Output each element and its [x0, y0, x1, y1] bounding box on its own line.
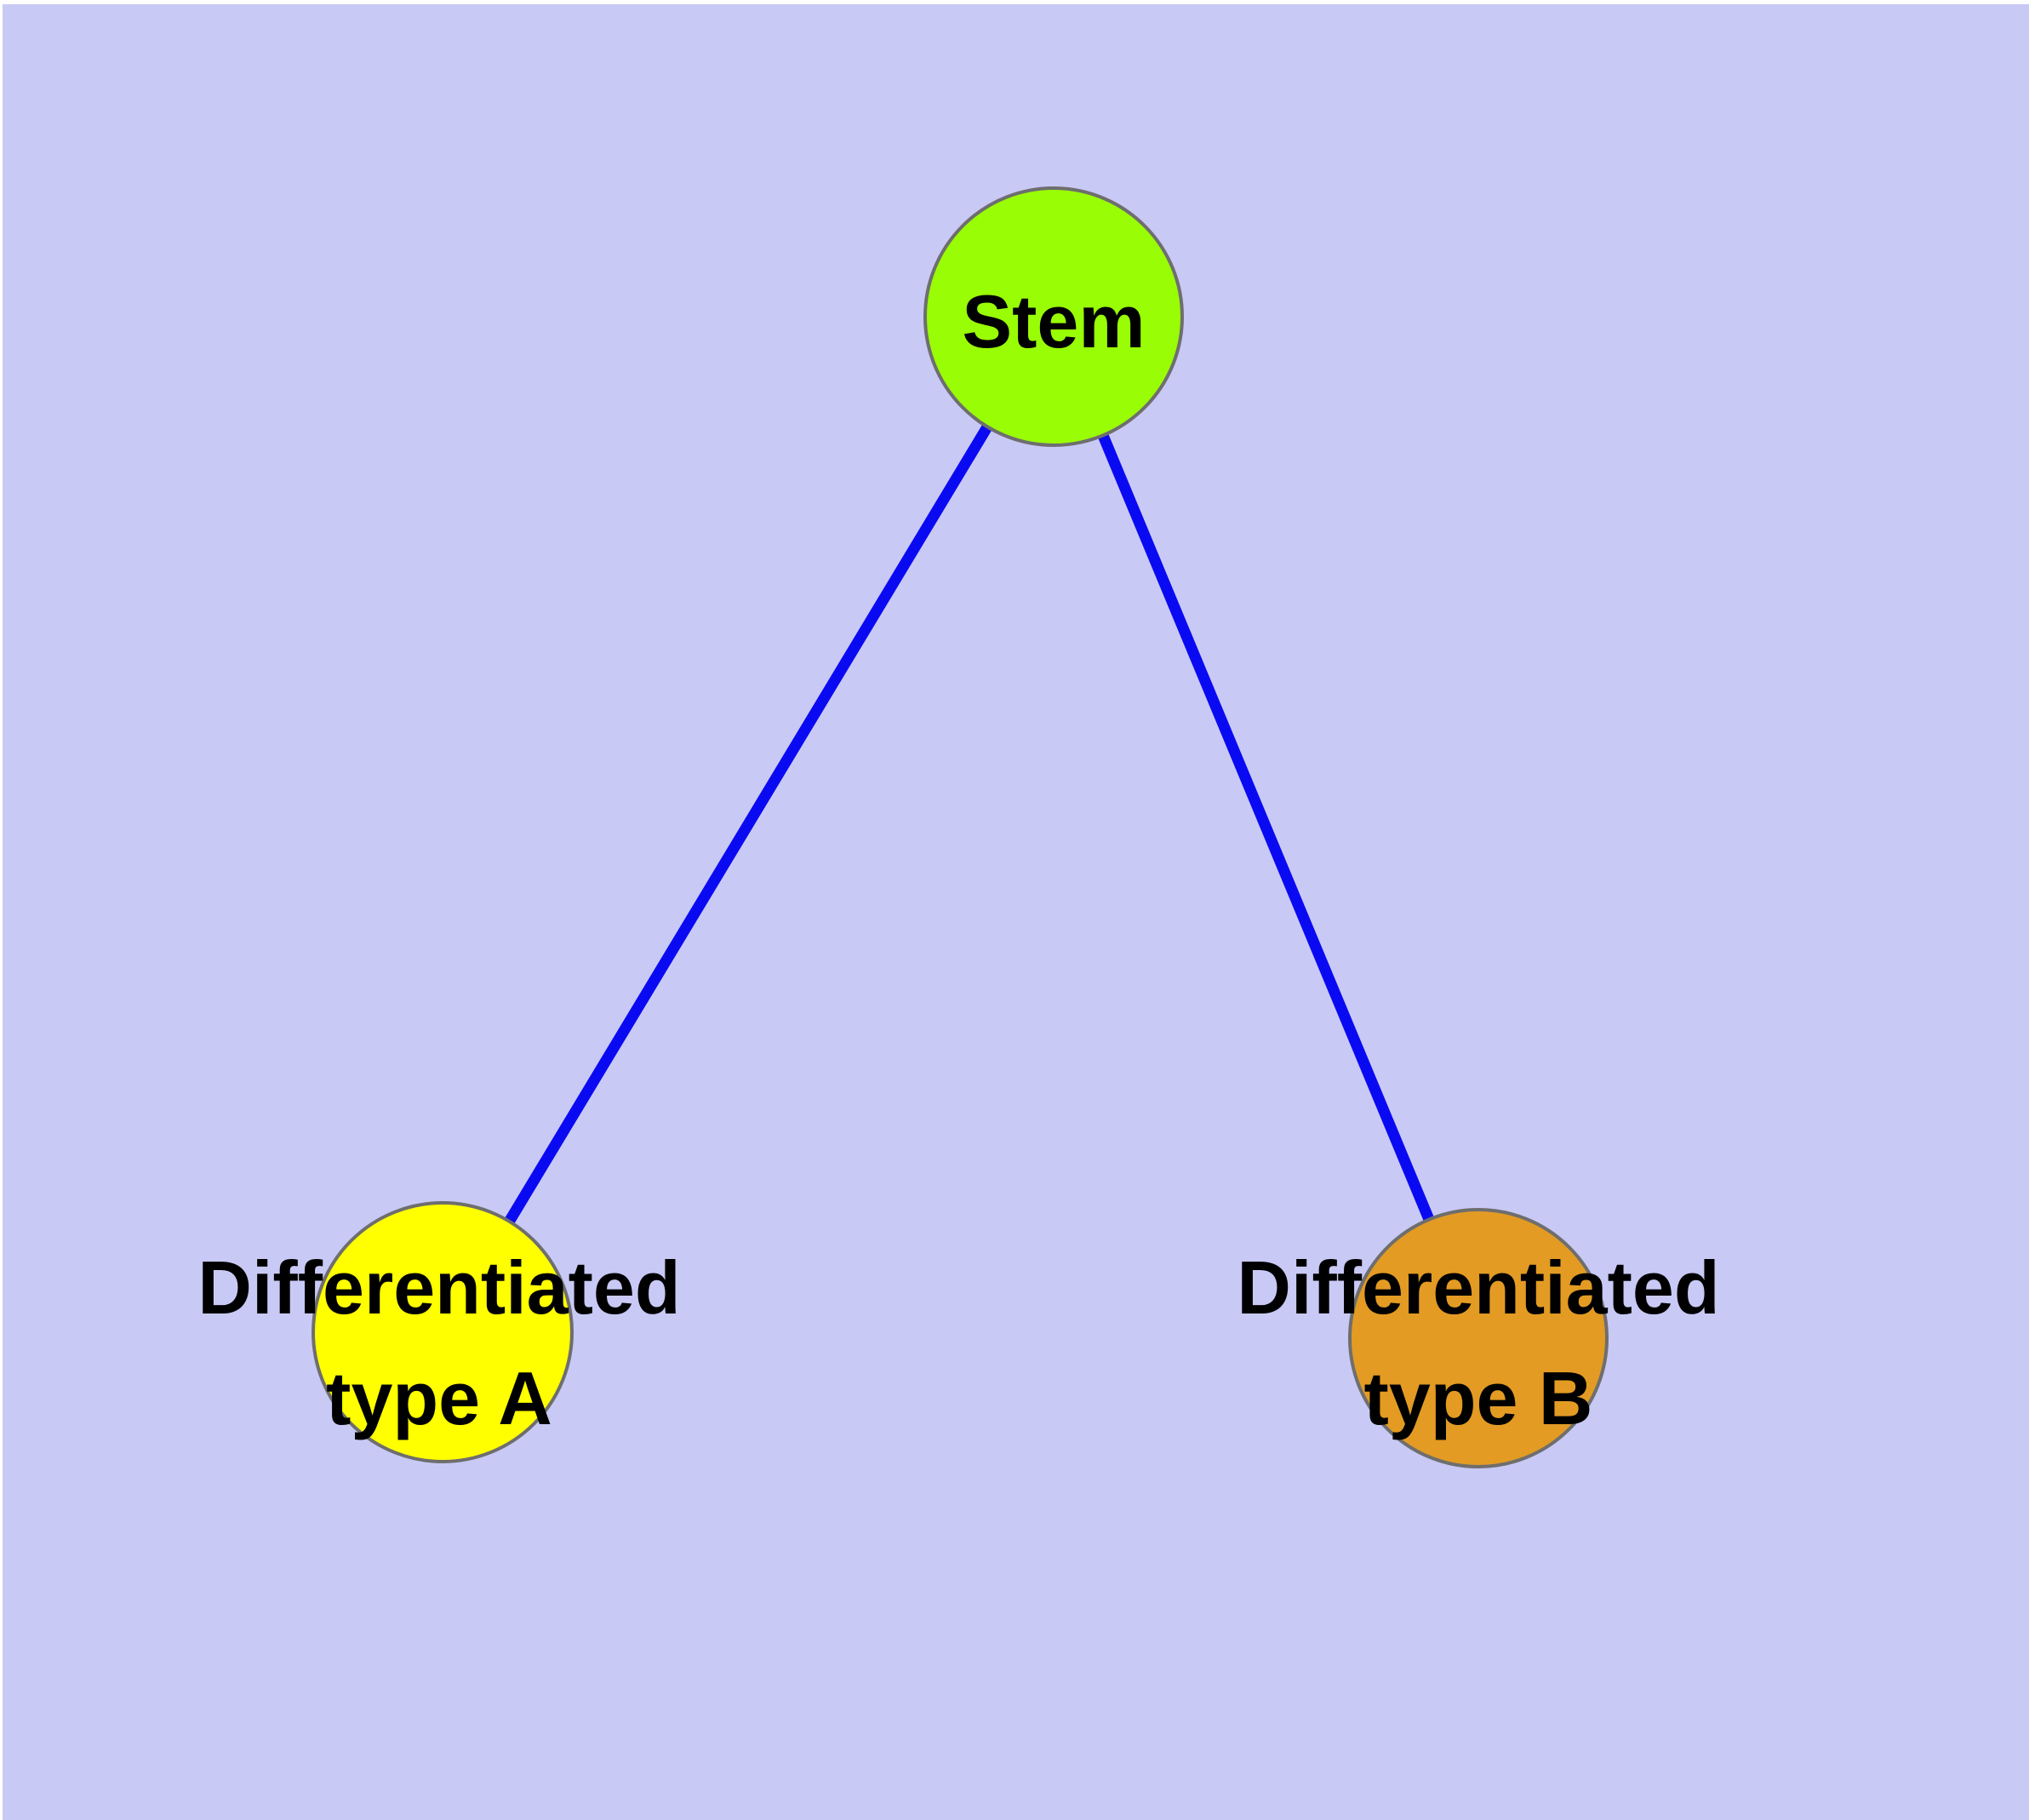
- edge-stem-to-type-b: [1048, 314, 1484, 1341]
- node-differentiated-type-b[interactable]: [1348, 1208, 1609, 1468]
- node-differentiated-type-a[interactable]: [311, 1201, 574, 1463]
- node-stem[interactable]: [923, 186, 1184, 447]
- edge-stem-to-type-a: [437, 313, 1059, 1336]
